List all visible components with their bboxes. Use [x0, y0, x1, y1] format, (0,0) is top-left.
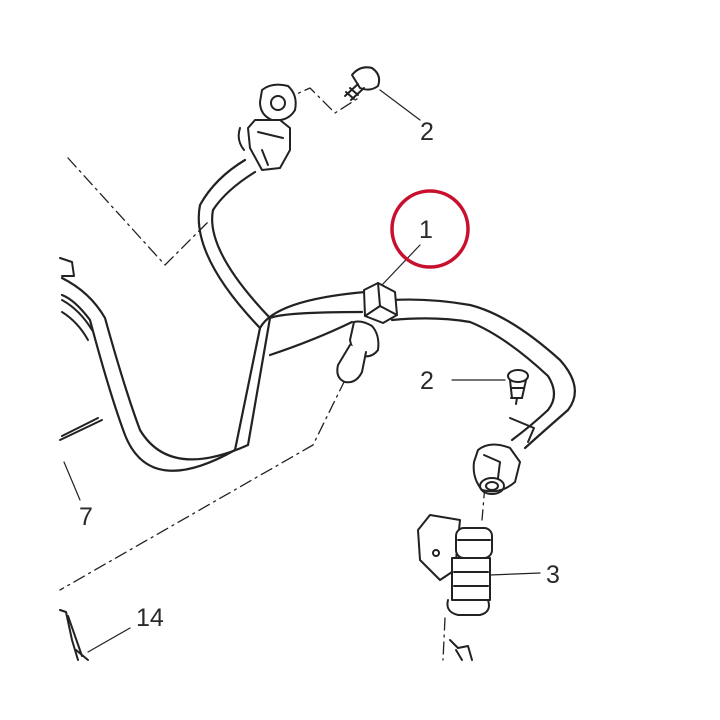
callout-1: 1	[419, 216, 433, 244]
screw-middle	[507, 369, 529, 405]
pipe-clamp	[336, 282, 398, 384]
screw-top	[344, 66, 381, 101]
callout-3: 3	[546, 561, 560, 589]
callout-7: 7	[79, 503, 93, 531]
callout-14: 14	[136, 604, 164, 632]
highlight-circle	[390, 189, 470, 269]
leader-7	[63, 461, 81, 501]
upper-connector	[237, 83, 297, 171]
callout-2-middle: 2	[420, 367, 434, 395]
lower-connector	[472, 417, 535, 495]
leader-3	[489, 572, 541, 576]
leader-1	[381, 244, 421, 286]
fuel-pipe	[60, 158, 576, 472]
leader-2-top	[379, 89, 421, 121]
injector	[417, 514, 493, 661]
callout-2-top: 2	[420, 118, 434, 146]
left-fragments	[59, 257, 103, 661]
leader-14	[87, 627, 131, 653]
